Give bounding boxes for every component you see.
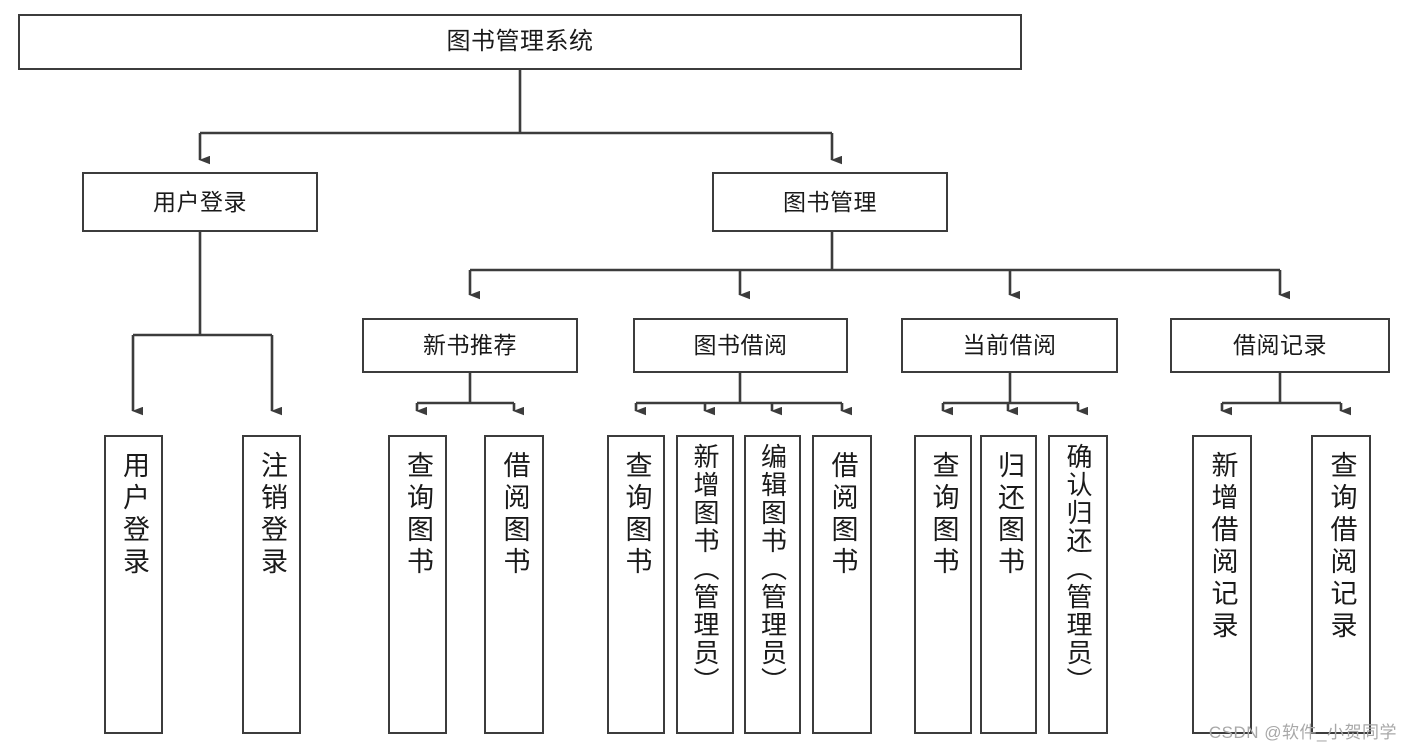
node-book-borrow[interactable]: 图书借阅 (633, 318, 848, 373)
leaf-current-return-book[interactable]: 归还图书 (980, 435, 1037, 734)
node-label: 借阅图书 (499, 451, 530, 579)
node-label: 新增图书（管理员） (690, 443, 720, 695)
node-label: 查询图书 (403, 451, 433, 579)
node-label: 查询图书 (928, 451, 959, 579)
leaf-current-query-book[interactable]: 查询图书 (914, 435, 972, 734)
leaf-new-book-borrow[interactable]: 借阅图书 (484, 435, 544, 734)
node-new-book-recommend[interactable]: 新书推荐 (362, 318, 578, 373)
node-label: 图书管理系统 (446, 28, 594, 56)
node-label: 编辑图书（管理员） (757, 443, 788, 695)
node-label: 当前借阅 (962, 332, 1057, 359)
leaf-borrow-borrow-book[interactable]: 借阅图书 (812, 435, 872, 734)
leaf-records-query-record[interactable]: 查询借阅记录 (1311, 435, 1371, 734)
node-borrow-records[interactable]: 借阅记录 (1170, 318, 1390, 373)
node-label: 借阅图书 (827, 451, 858, 579)
leaf-borrow-add-book-admin[interactable]: 新增图书（管理员） (676, 435, 734, 734)
leaf-borrow-edit-book-admin[interactable]: 编辑图书（管理员） (744, 435, 801, 734)
node-label: 新增借阅记录 (1207, 451, 1238, 643)
leaf-new-book-query[interactable]: 查询图书 (388, 435, 447, 734)
node-user-login[interactable]: 用户登录 (82, 172, 318, 232)
leaf-records-add-record[interactable]: 新增借阅记录 (1192, 435, 1252, 734)
node-label: 查询借阅记录 (1326, 451, 1357, 643)
csdn-watermark: CSDN @软件_小贺同学 (1208, 723, 1397, 742)
node-current-borrow[interactable]: 当前借阅 (901, 318, 1118, 373)
node-label: 图书管理 (783, 188, 877, 215)
node-label: 用户登录 (119, 451, 149, 579)
node-label: 借阅记录 (1233, 332, 1327, 359)
leaf-current-confirm-return-admin[interactable]: 确认归还（管理员） (1048, 435, 1108, 734)
leaf-user-login-signout[interactable]: 注销登录 (242, 435, 301, 734)
node-label: 归还图书 (994, 451, 1024, 579)
node-label: 确认归还（管理员） (1063, 443, 1093, 695)
node-book-management[interactable]: 图书管理 (712, 172, 948, 232)
node-label: 新书推荐 (423, 332, 517, 359)
leaf-user-login-signin[interactable]: 用户登录 (104, 435, 163, 734)
node-label: 图书借阅 (693, 332, 788, 359)
node-root-system[interactable]: 图书管理系统 (18, 14, 1022, 70)
node-label: 注销登录 (257, 451, 287, 579)
leaf-borrow-query-book[interactable]: 查询图书 (607, 435, 665, 734)
node-label: 查询图书 (621, 451, 652, 579)
node-label: 用户登录 (153, 188, 247, 215)
